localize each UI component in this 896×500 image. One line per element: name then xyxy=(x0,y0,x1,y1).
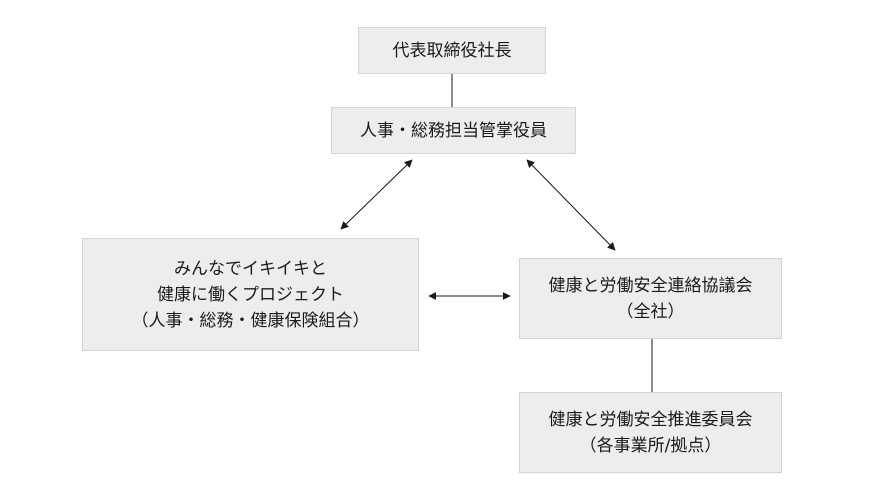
arrow-officer-council xyxy=(526,159,616,251)
node-council-line-1: 健康と労働安全連絡協議会 xyxy=(548,275,753,296)
node-committee-line-1: 健康と労働安全推進委員会 xyxy=(548,409,753,430)
node-committee-line-2: （各事業所/拠点） xyxy=(579,435,722,456)
node-council-line-2: （全社） xyxy=(616,301,685,322)
node-project-line-1: みんなでイキイキと xyxy=(174,258,327,279)
node-ceo-label: 代表取締役社長 xyxy=(392,40,512,61)
arrow-officer-project xyxy=(340,159,413,230)
node-council: 健康と労働安全連絡協議会 （全社） xyxy=(519,258,782,339)
node-committee: 健康と労働安全推進委員会 （各事業所/拠点） xyxy=(519,392,782,473)
node-project-line-2: 健康に働くプロジェクト xyxy=(157,284,344,305)
node-project: みんなでイキイキと 健康に働くプロジェクト （人事・総務・健康保険組合） xyxy=(82,238,419,351)
node-project-line-3: （人事・総務・健康保険組合） xyxy=(131,310,370,331)
node-ceo: 代表取締役社長 xyxy=(358,27,546,74)
node-officer: 人事・総務担当管掌役員 xyxy=(331,107,576,154)
node-officer-label: 人事・総務担当管掌役員 xyxy=(360,120,547,141)
